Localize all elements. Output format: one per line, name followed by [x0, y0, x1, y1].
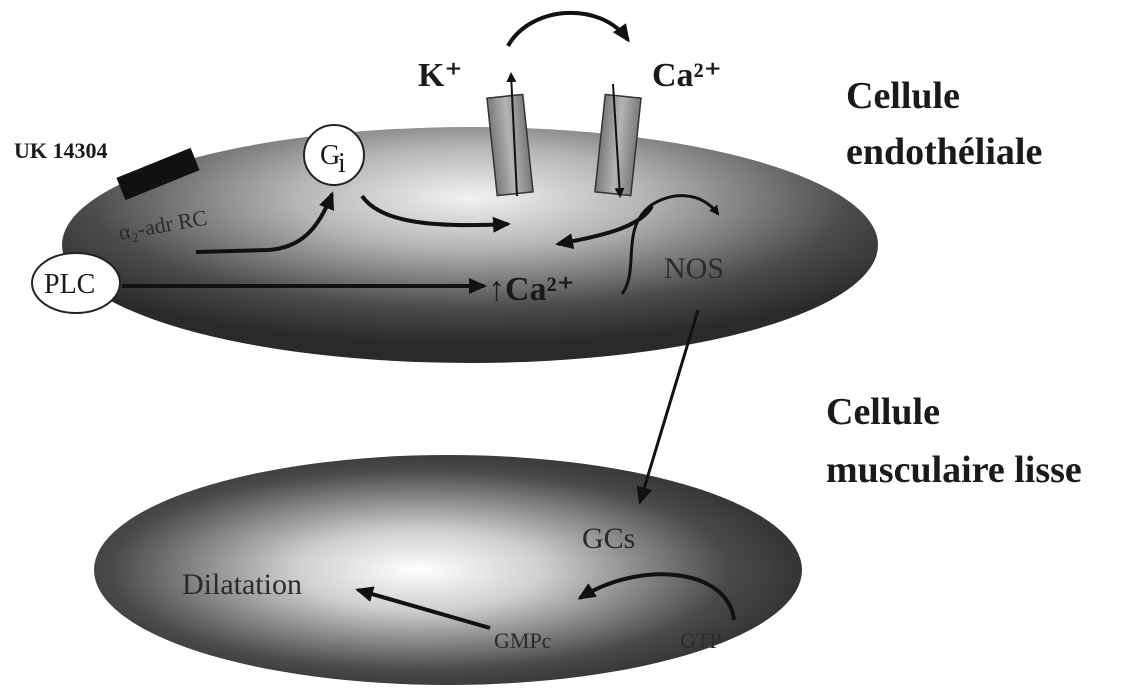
svg-text:i: i — [338, 148, 346, 179]
endothelial-label-line2: endothéliale — [846, 131, 1042, 173]
plc-node: PLC — [32, 253, 120, 313]
svg-text:PLC: PLC — [44, 269, 95, 300]
dilatation-label: Dilatation — [182, 568, 302, 601]
nos-label: NOS — [664, 252, 724, 285]
gcs-label: GCs — [582, 522, 635, 555]
ca-ion-label: Ca²⁺ — [652, 57, 722, 94]
endothelial-label-line1: Cellule — [846, 75, 960, 117]
smooth-muscle-label-line1: Cellule — [826, 391, 940, 433]
gtp-label: GTP — [680, 628, 722, 653]
gi-node: G i — [304, 125, 364, 185]
ca-increase-label: ↑Ca²⁺ — [488, 271, 575, 308]
k-ion-label: K⁺ — [418, 57, 462, 94]
agonist-label: UK 14304 — [14, 138, 108, 163]
k-to-ca-curve-arrow — [508, 13, 628, 46]
gmpc-label: GMPc — [494, 628, 552, 653]
smooth-muscle-label-line2: musculaire lisse — [826, 449, 1082, 491]
